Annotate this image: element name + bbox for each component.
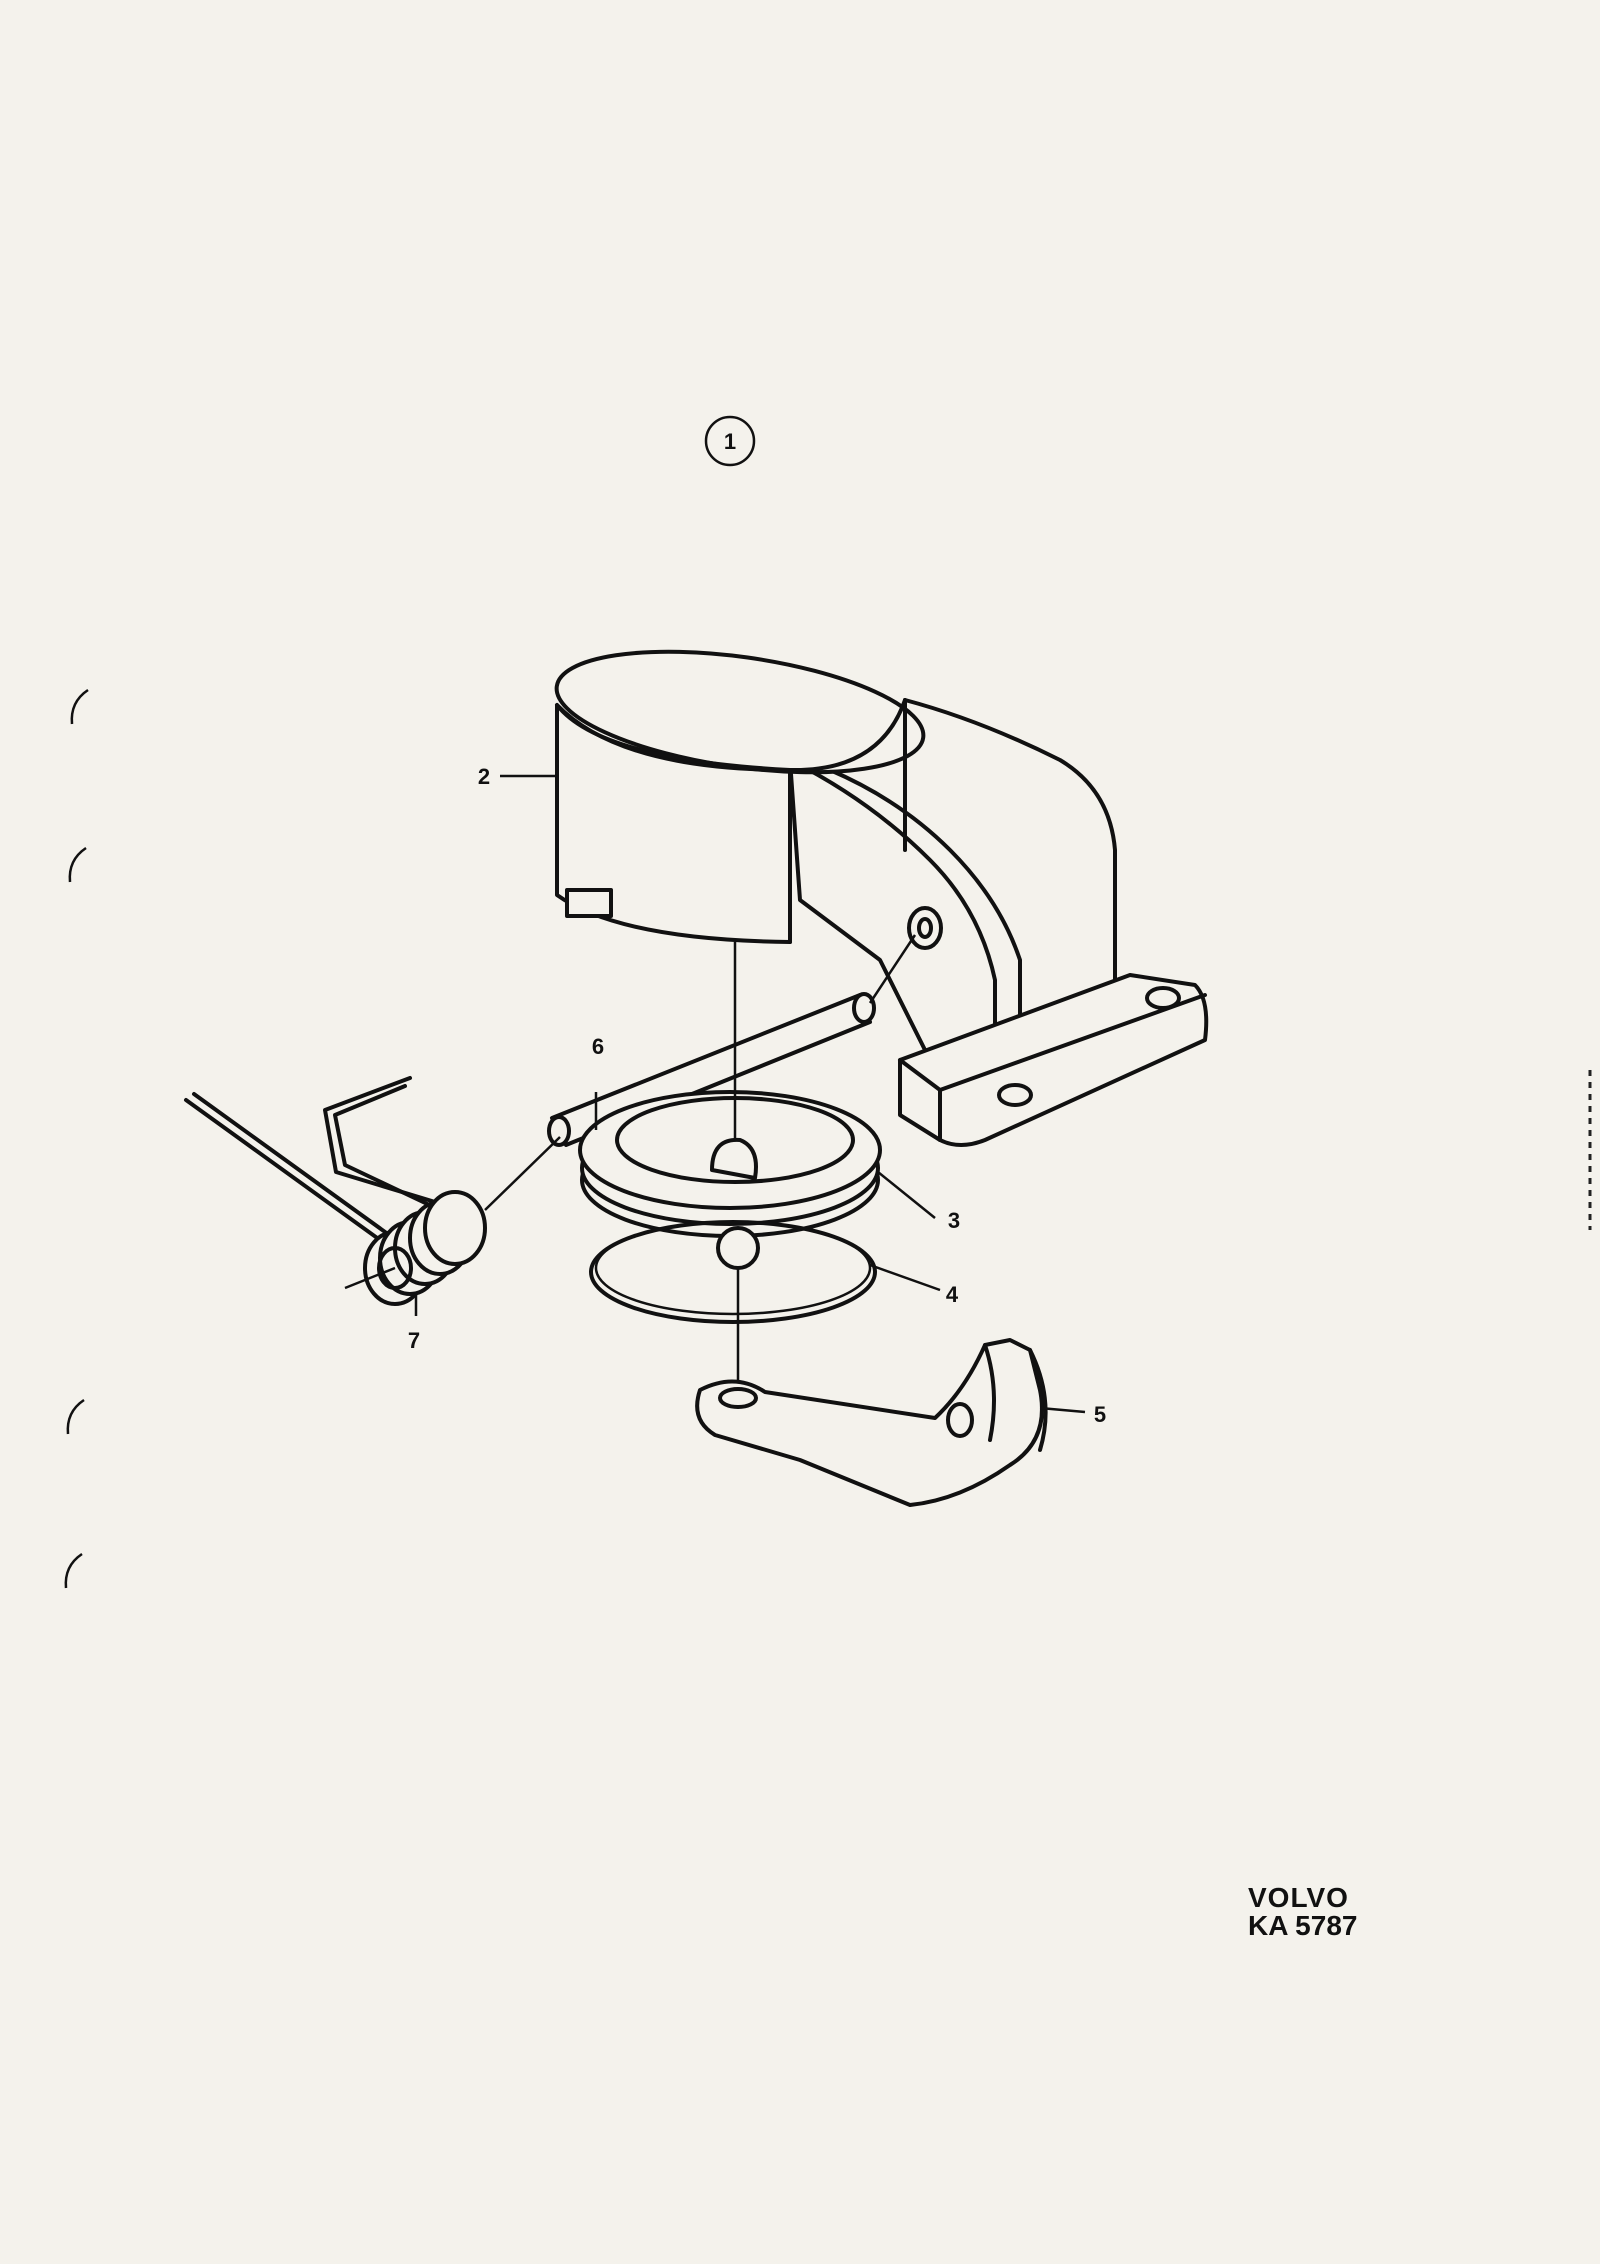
leader-3 bbox=[877, 1171, 936, 1219]
binder-holes bbox=[64, 688, 89, 1589]
callout-2: 2 bbox=[478, 764, 490, 789]
binder-hole-3 bbox=[66, 1398, 85, 1435]
callout-7: 7 bbox=[408, 1328, 420, 1353]
brand-name: VOLVO bbox=[1248, 1882, 1349, 1913]
part-2-housing bbox=[554, 649, 1209, 1147]
callout-6: 6 bbox=[592, 1034, 604, 1059]
callout-5: 5 bbox=[1094, 1402, 1106, 1427]
callout-3: 3 bbox=[948, 1208, 960, 1233]
part-3-pulley bbox=[578, 942, 882, 1238]
leader-4 bbox=[869, 1263, 941, 1292]
assembly-reference-marker: 1 bbox=[704, 415, 756, 467]
binder-hole-2 bbox=[68, 846, 87, 883]
callout-numbers: 2 6 3 4 5 7 bbox=[408, 764, 1106, 1427]
leader-lines bbox=[414, 774, 1086, 1414]
part-4-o-ring bbox=[589, 1220, 877, 1380]
part-7-spring bbox=[184, 1076, 561, 1306]
brand-block: VOLVO KA 5787 bbox=[1248, 1884, 1357, 1940]
drawing-code: KA 5787 bbox=[1248, 1910, 1358, 1941]
assembly-reference-number: 1 bbox=[724, 429, 736, 454]
part-5-lever bbox=[695, 1338, 1048, 1507]
binder-hole-4 bbox=[64, 1552, 83, 1589]
callout-4: 4 bbox=[946, 1282, 959, 1307]
binder-hole-1 bbox=[70, 688, 89, 725]
assembly-reference-circle bbox=[704, 415, 756, 467]
leader-5 bbox=[1039, 1406, 1086, 1414]
